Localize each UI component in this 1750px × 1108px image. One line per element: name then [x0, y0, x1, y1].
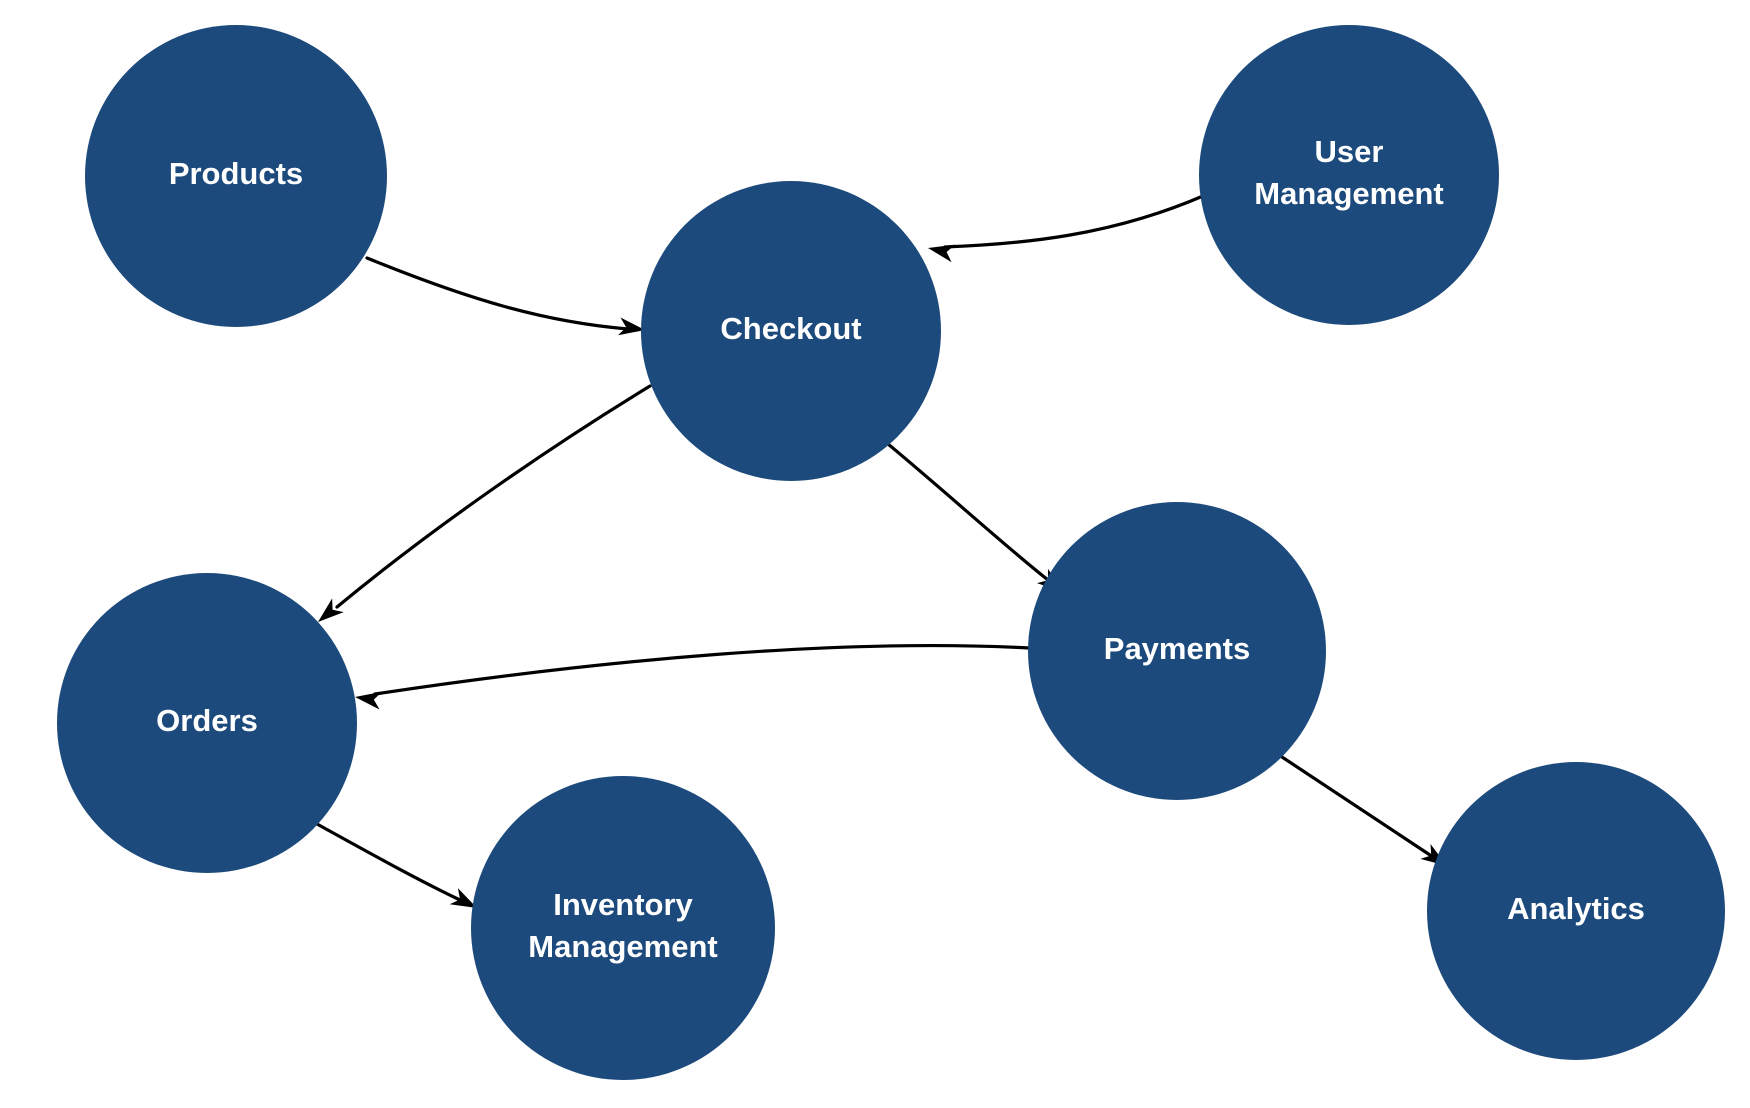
node-checkout[interactable]: Checkout	[641, 181, 941, 481]
node-shape[interactable]	[1199, 25, 1499, 325]
node-payments[interactable]: Payments	[1028, 502, 1326, 800]
edge-checkout-payments: Checkout to Payments	[886, 442, 1063, 592]
node-shape[interactable]	[57, 573, 357, 873]
edge-payments-analytics: Payments to Analytics	[1280, 755, 1447, 866]
edge-usermgmt-checkout: User Management to Checkout	[928, 194, 1205, 263]
edge-line	[886, 442, 1050, 582]
arrowhead-icon	[928, 244, 956, 263]
edge-products-checkout: Products to Checkout	[365, 256, 645, 336]
node-shape[interactable]	[471, 776, 775, 1080]
arrowhead-icon	[618, 317, 645, 336]
arrowhead-icon	[355, 691, 382, 710]
node-orders[interactable]: Orders	[57, 573, 357, 873]
node-shape[interactable]	[85, 25, 387, 327]
nodes-layer: ProductsUserManagementCheckoutOrdersPaym…	[57, 25, 1725, 1080]
arrowhead-icon	[449, 888, 477, 908]
edge-line	[335, 384, 652, 609]
edge-line	[373, 643, 1031, 696]
node-shape[interactable]	[1028, 502, 1326, 800]
node-shape[interactable]	[641, 181, 941, 481]
arrowhead-icon	[318, 598, 344, 622]
edge-orders-inventory: Orders to Inventory Management	[315, 822, 477, 908]
edge-line	[1280, 755, 1432, 857]
node-products[interactable]: Products	[85, 25, 387, 327]
edge-line	[315, 822, 462, 902]
edges-layer: Products to Checkout User Management to C…	[315, 194, 1447, 908]
edge-checkout-orders: Checkout to Orders	[318, 384, 652, 622]
node-shape[interactable]	[1427, 762, 1725, 1060]
edge-line	[943, 194, 1205, 249]
edge-line	[365, 256, 630, 331]
edge-payments-orders: Payments to Orders	[355, 643, 1031, 710]
node-analytics[interactable]: Analytics	[1427, 762, 1725, 1060]
